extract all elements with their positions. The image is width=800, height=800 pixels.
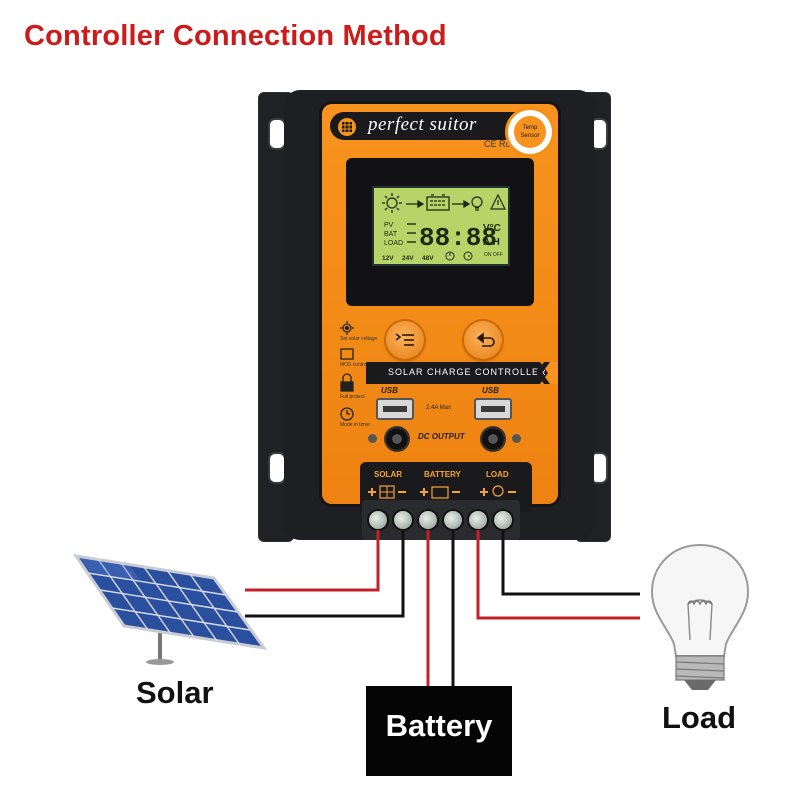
solar-charge-controller-label: SOLAR CHARGE CONTROLLER (388, 367, 547, 377)
terminal-screw[interactable] (444, 511, 462, 529)
solar-negative-wire (245, 530, 405, 618)
lcd-voltage-24: 24V (402, 255, 414, 262)
usb-max-rating: 2.4A Max (426, 405, 452, 411)
terminal-screw[interactable] (494, 511, 512, 529)
lcd-row-label: LOAD (384, 240, 403, 247)
status-led (368, 434, 377, 443)
dc-output-jack-left[interactable] (386, 428, 408, 450)
plus-icon (480, 488, 488, 496)
screen-icon (340, 348, 354, 360)
bulb-icon (492, 485, 504, 497)
brand-name: perfect suitor (368, 114, 477, 135)
timer-icon (340, 407, 354, 421)
solar-positive-wire (245, 530, 380, 592)
battery-label: Battery (385, 708, 493, 743)
return-icon (476, 332, 495, 347)
lcd-unit-bottom: A H (483, 237, 500, 248)
side-label: Set solar voltage (340, 336, 378, 342)
diagram-title: Controller Connection Method (24, 20, 447, 52)
lcd-unit-top: V°C (483, 223, 501, 234)
light-bulb-icon (650, 543, 750, 690)
load-label: Load (662, 700, 737, 735)
arrow-right-icon (406, 199, 425, 209)
load-negative-wire (501, 530, 640, 596)
side-label: Mode in timer (340, 422, 371, 428)
side-label: MOS control (340, 362, 368, 368)
clock-icon (445, 251, 473, 261)
solar-label: Solar (136, 675, 214, 710)
terminal-label-solar: SOLAR (374, 470, 402, 479)
lcd-row-label: PV (384, 222, 394, 229)
terminal-screw[interactable] (469, 511, 487, 529)
usb-label: USB (381, 386, 398, 395)
label-strip (366, 362, 558, 384)
battery-icon (426, 194, 450, 211)
certification-marks: CE RoHS (484, 139, 524, 149)
usb-tongue (383, 406, 407, 412)
menu-icon (395, 333, 414, 346)
status-led (512, 434, 521, 443)
plus-icon (420, 488, 428, 496)
bulb-icon (471, 196, 483, 211)
terminal-label-load: LOAD (486, 470, 509, 479)
lcd-voltage-12: 12V (382, 255, 394, 262)
solar-panel-icon (72, 553, 268, 665)
side-label: Full protect (340, 394, 365, 400)
sun-icon (382, 193, 402, 213)
gear-icon (340, 321, 354, 335)
dc-output-label: DC OUTPUT (418, 432, 465, 441)
terminal-block (362, 500, 520, 540)
terminal-screw[interactable] (394, 511, 412, 529)
usb-tongue (481, 406, 505, 412)
lcd-on-off: ON OFF (484, 252, 503, 258)
arrow-right-icon (452, 199, 471, 209)
terminal-screw[interactable] (419, 511, 437, 529)
lcd-row-label: BAT (384, 231, 398, 238)
lcd-digits: 88:88 (419, 223, 497, 253)
terminal-screw[interactable] (369, 511, 387, 529)
battery-box (366, 686, 512, 776)
lcd-level-bars (407, 223, 416, 243)
warning-icon (490, 193, 506, 210)
sun-logo-icon (338, 118, 356, 136)
lock-icon (340, 373, 354, 392)
terminal-label-battery: BATTERY (424, 470, 461, 479)
usb-label: USB (482, 386, 499, 395)
plus-icon (368, 488, 376, 496)
dc-output-jack-right[interactable] (482, 428, 504, 450)
brand-bar (330, 112, 526, 140)
temp-sensor-label: Temp Sensor (514, 116, 546, 148)
load-positive-wire (476, 530, 640, 620)
battery-icon (431, 486, 449, 499)
lcd-voltage-48: 48V (422, 255, 434, 262)
